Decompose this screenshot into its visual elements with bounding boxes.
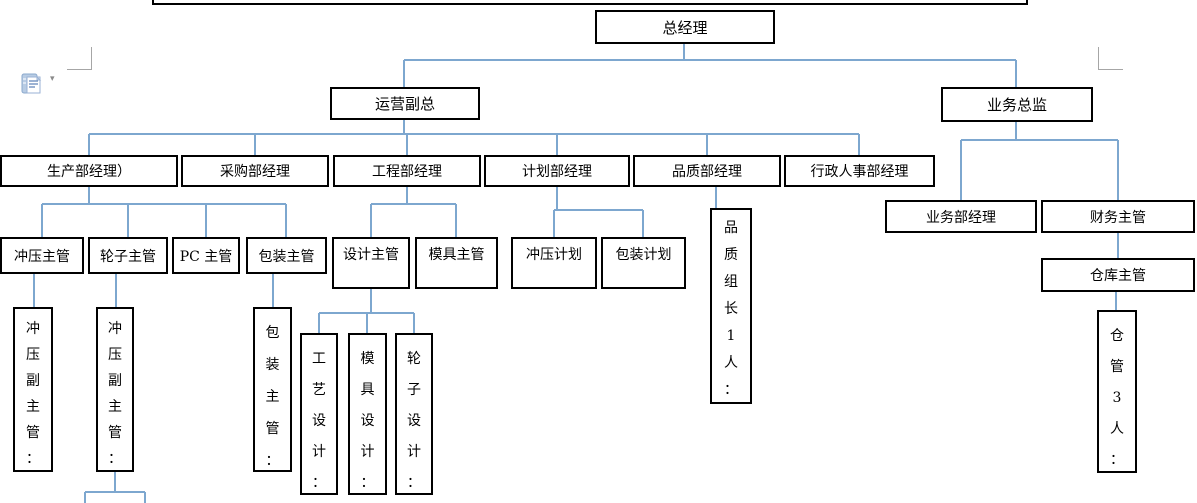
org-node-wheel-supervisor[interactable]: 轮子主管 [88, 237, 168, 274]
org-node-warehouse-keeper[interactable]: 仓 管 3 人 ： [1097, 310, 1137, 473]
org-node-operations-vp[interactable]: 运营副总 [330, 87, 480, 120]
paste-options-button[interactable]: ▾ [20, 71, 64, 97]
org-node-pc-supervisor[interactable]: PC 主管 [172, 237, 240, 274]
org-node-process-design[interactable]: 工 艺 设 计 ： [300, 333, 338, 495]
page-margin-corner-left [67, 47, 92, 70]
org-node-stamping-planning[interactable]: 冲压计划 [511, 237, 597, 289]
paste-options-icon [21, 73, 42, 94]
org-node-quality-group-leader[interactable]: 品 质 组 长 1 人 ： [710, 208, 752, 404]
org-node-wheel-design[interactable]: 轮 子 设 计 ： [395, 333, 433, 495]
org-node-purchasing-manager[interactable]: 采购部经理 [181, 155, 329, 187]
org-node-hr-admin-manager[interactable]: 行政人事部经理 [784, 155, 935, 187]
org-node-planning-manager[interactable]: 计划部经理 [484, 155, 630, 187]
page-margin-corner-right [1098, 47, 1123, 70]
org-node-general-manager[interactable]: 总经理 [595, 10, 775, 44]
org-node-mold-design[interactable]: 模 具 设 计 ： [348, 333, 387, 495]
org-node-quality-manager[interactable]: 品质部经理 [633, 155, 781, 187]
org-node-business-dept-manager[interactable]: 业务部经理 [885, 200, 1037, 233]
org-node-business-director[interactable]: 业务总监 [941, 87, 1093, 122]
org-node-engineering-manager[interactable]: 工程部经理 [333, 155, 481, 187]
org-node-packaging-planning[interactable]: 包装计划 [601, 237, 686, 289]
org-node-stamping-deputy-1[interactable]: 冲 压 副 主 管 ： [13, 307, 53, 472]
dropdown-arrow-icon[interactable]: ▾ [50, 74, 55, 84]
org-node-packaging-supervisor[interactable]: 包装主管 [246, 237, 327, 274]
org-node-packaging-supervisor-vertical[interactable]: 包 装 主 管 ： [253, 307, 292, 472]
org-node-stamping-deputy-2[interactable]: 冲 压 副 主 管 ： [96, 307, 134, 472]
org-node-finance-supervisor[interactable]: 财务主管 [1041, 200, 1195, 233]
org-node-warehouse-supervisor[interactable]: 仓库主管 [1041, 258, 1195, 292]
org-node-mold-supervisor[interactable]: 模具主管 [415, 237, 498, 289]
cutoff-box-edge [152, 0, 1028, 5]
org-node-production-manager[interactable]: 生产部经理） [0, 155, 178, 187]
org-node-stamping-supervisor[interactable]: 冲压主管 [0, 237, 84, 274]
org-node-design-supervisor[interactable]: 设计主管 [332, 237, 410, 289]
